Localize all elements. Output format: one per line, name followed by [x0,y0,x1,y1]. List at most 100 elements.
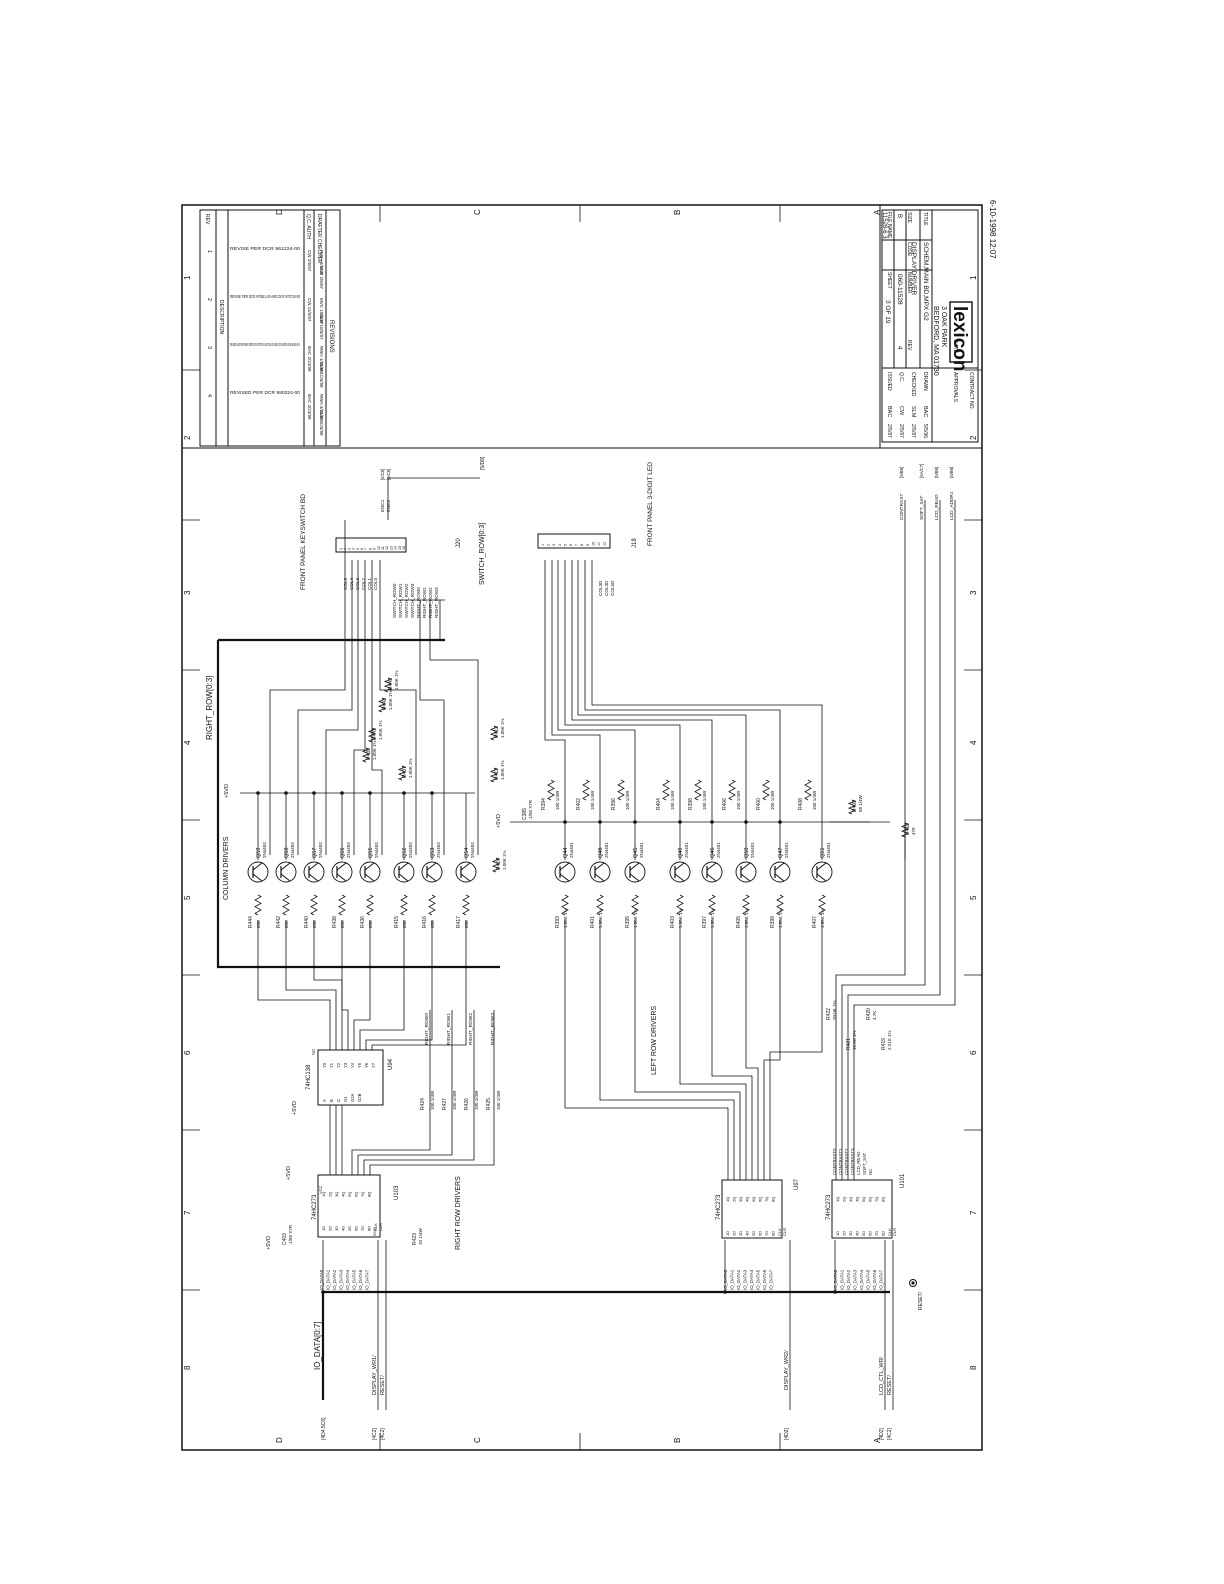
misc-resistor-val: 1.00K 1% [500,760,505,780]
company-address2: BEDFORD, MA 01730 [932,306,939,376]
col-transistor-type: 2N4403 [346,842,351,858]
filename-label: FILE NAME [886,212,892,239]
rev-description: REVISE PER DCR 970611-00 AND DCR 970710-… [230,294,300,299]
row-col-resistor-ref: R408 [798,798,804,810]
u101-output: CONTRAST2 [844,1148,849,1175]
number-label: NUMBER [906,272,912,294]
row-transistor-ref: Q44 [563,848,569,858]
zone-col-left-7: 7 [183,1210,192,1215]
col-transistor-ref: Q57 [312,848,318,858]
title-line1: SCHEM,MAIN BD,MPX G2 [922,242,929,321]
code-label: CODE [906,242,912,257]
u97-io-data: IO_DATA5 [756,1269,761,1290]
row-col-resistor-ref: R400 [756,798,762,810]
u94-output-pin: Y3 [343,1062,348,1068]
u101-output: NC [868,1169,873,1175]
row-base-resistor-ref: R393 [555,916,561,928]
misc-resistor-val: 1.00K 1% [500,718,505,738]
u101-output: CONTRAST3 [850,1148,855,1175]
j20-pin: 6 [360,548,364,550]
u94-input-pin: B [329,1099,334,1102]
misc-resistor-ref: R412 [494,726,500,738]
j18-signal: COL3D [598,580,603,596]
zone-row-top-B: B [673,210,682,215]
ic-u97: 74HC273 U97 [716,1178,800,1239]
u103-d-pin: 4D [341,1226,346,1231]
zone-col-right-4: 4 [969,740,978,745]
u94-part: 74HC138 [306,1064,312,1090]
row-transistor-Q50-body [735,861,757,883]
io-data-bus-label: IO_DATA[0:7] [313,1321,322,1370]
row-base-resistor-ref: R405 [736,916,742,928]
wiring [216,477,956,1410]
row-base-resistor-val: 1.00K 1% [563,908,568,928]
right-signal-ref: [5/B8] [934,467,939,478]
misc-resistor-R437 [397,765,407,781]
approval-role: Q.C. [898,372,904,382]
misc-resistor-val: 1.00K 1% [502,850,507,870]
col-transistor-type: 2N4403 [318,842,323,858]
zone-col-right-6: 6 [969,1050,978,1055]
u103-gnd: GND [372,1227,377,1236]
rev-checker: SLM 2/6/97 [319,266,324,290]
misc-resistor-ref: R413 [494,768,500,780]
u94-input-pin: G2A [350,1093,355,1102]
u101-q-pin: 6Q [868,1197,873,1202]
u97-clr-pin: CLR [782,1228,787,1236]
j20-pin: 5 [356,548,360,550]
misc-resistor-ref: R437 [402,766,408,778]
j18-pin: 11 [597,542,601,546]
title-label: TITLE [922,212,928,226]
j20-col-signal: COL5 [343,578,348,590]
misc-resistor-R443 [377,697,387,713]
col-transistor-Q59-collector [252,862,263,871]
col-transistor-Q53-collector [426,862,437,871]
io-ref: [4D4,5C6] [321,1417,327,1440]
sheet-value: 3 OF 19 [884,300,891,324]
row-col-resistor-val: 100 1/4W [555,790,560,810]
misc-resistor-R439 [361,747,371,763]
u101-d-pin: 1D [835,1231,840,1236]
row-transistor-ref: Q45 [633,848,639,858]
c403-val: .1/50 X7R [288,1224,293,1245]
right-signal-name: LCD_ADDR1 [949,491,955,520]
col-transistor-Q55-collector [364,862,375,871]
led-label: FRONT PANEL 3-DIGIT LED [647,462,654,546]
approval-name: CW [898,406,904,416]
rev-checker: SLM 3/25/98 [319,410,324,436]
col-resistor-ref: R417 [456,916,462,928]
row-base-resistor-val: 1.00K 1% [778,908,783,928]
col-resistor-val: 680 [340,920,345,928]
row-base-resistor-R407 [818,894,826,916]
j18-signal: COL4D [604,580,609,596]
j20-row-signal: SWITCH_ROW2 [404,583,409,618]
misc-resistor-ref: R443 [382,698,388,710]
contrast-res-val: 20.0K 1% [832,1000,837,1020]
col-resistor-val: 680 [368,920,373,928]
col-resistor-ref: R442 [276,916,282,928]
plus5vd-row: +5VD [496,814,502,828]
u101-output: SOFT_SAT [862,1152,867,1175]
u97-io-data: IO_DATA4 [749,1269,754,1290]
j20-col-signal: COL4 [349,578,354,590]
j20-row-signal: SWITCH_ROW1 [398,583,403,618]
u101-output: LCD_READ [856,1152,861,1175]
plus5vd-u94: +5VD [292,1101,298,1115]
j18-pin: 1 [541,544,545,546]
zone-row-bottom-A: A [873,1437,882,1443]
u103-vcc: VCC [318,1185,323,1194]
u103-q-pin: 1Q [321,1192,326,1197]
col-base-resistor-R440 [310,894,318,916]
approval-date: 5/5/96 [922,424,928,438]
u103-q-pin: 4Q [341,1192,346,1197]
u97-q-pin: 6Q [758,1197,763,1202]
right-row-res-val: 100 1/4W [474,1090,479,1110]
u101-d-pin: 6D [868,1231,873,1236]
row-transistor-Q50-emitter [740,873,751,882]
u103-d-pin: 5D [347,1226,352,1231]
row-base-resistor-val: 1.00K 1% [744,908,749,928]
j18-signal: COL5D [610,580,615,596]
rev-drafter: RWH 2/6/97 [319,250,324,275]
